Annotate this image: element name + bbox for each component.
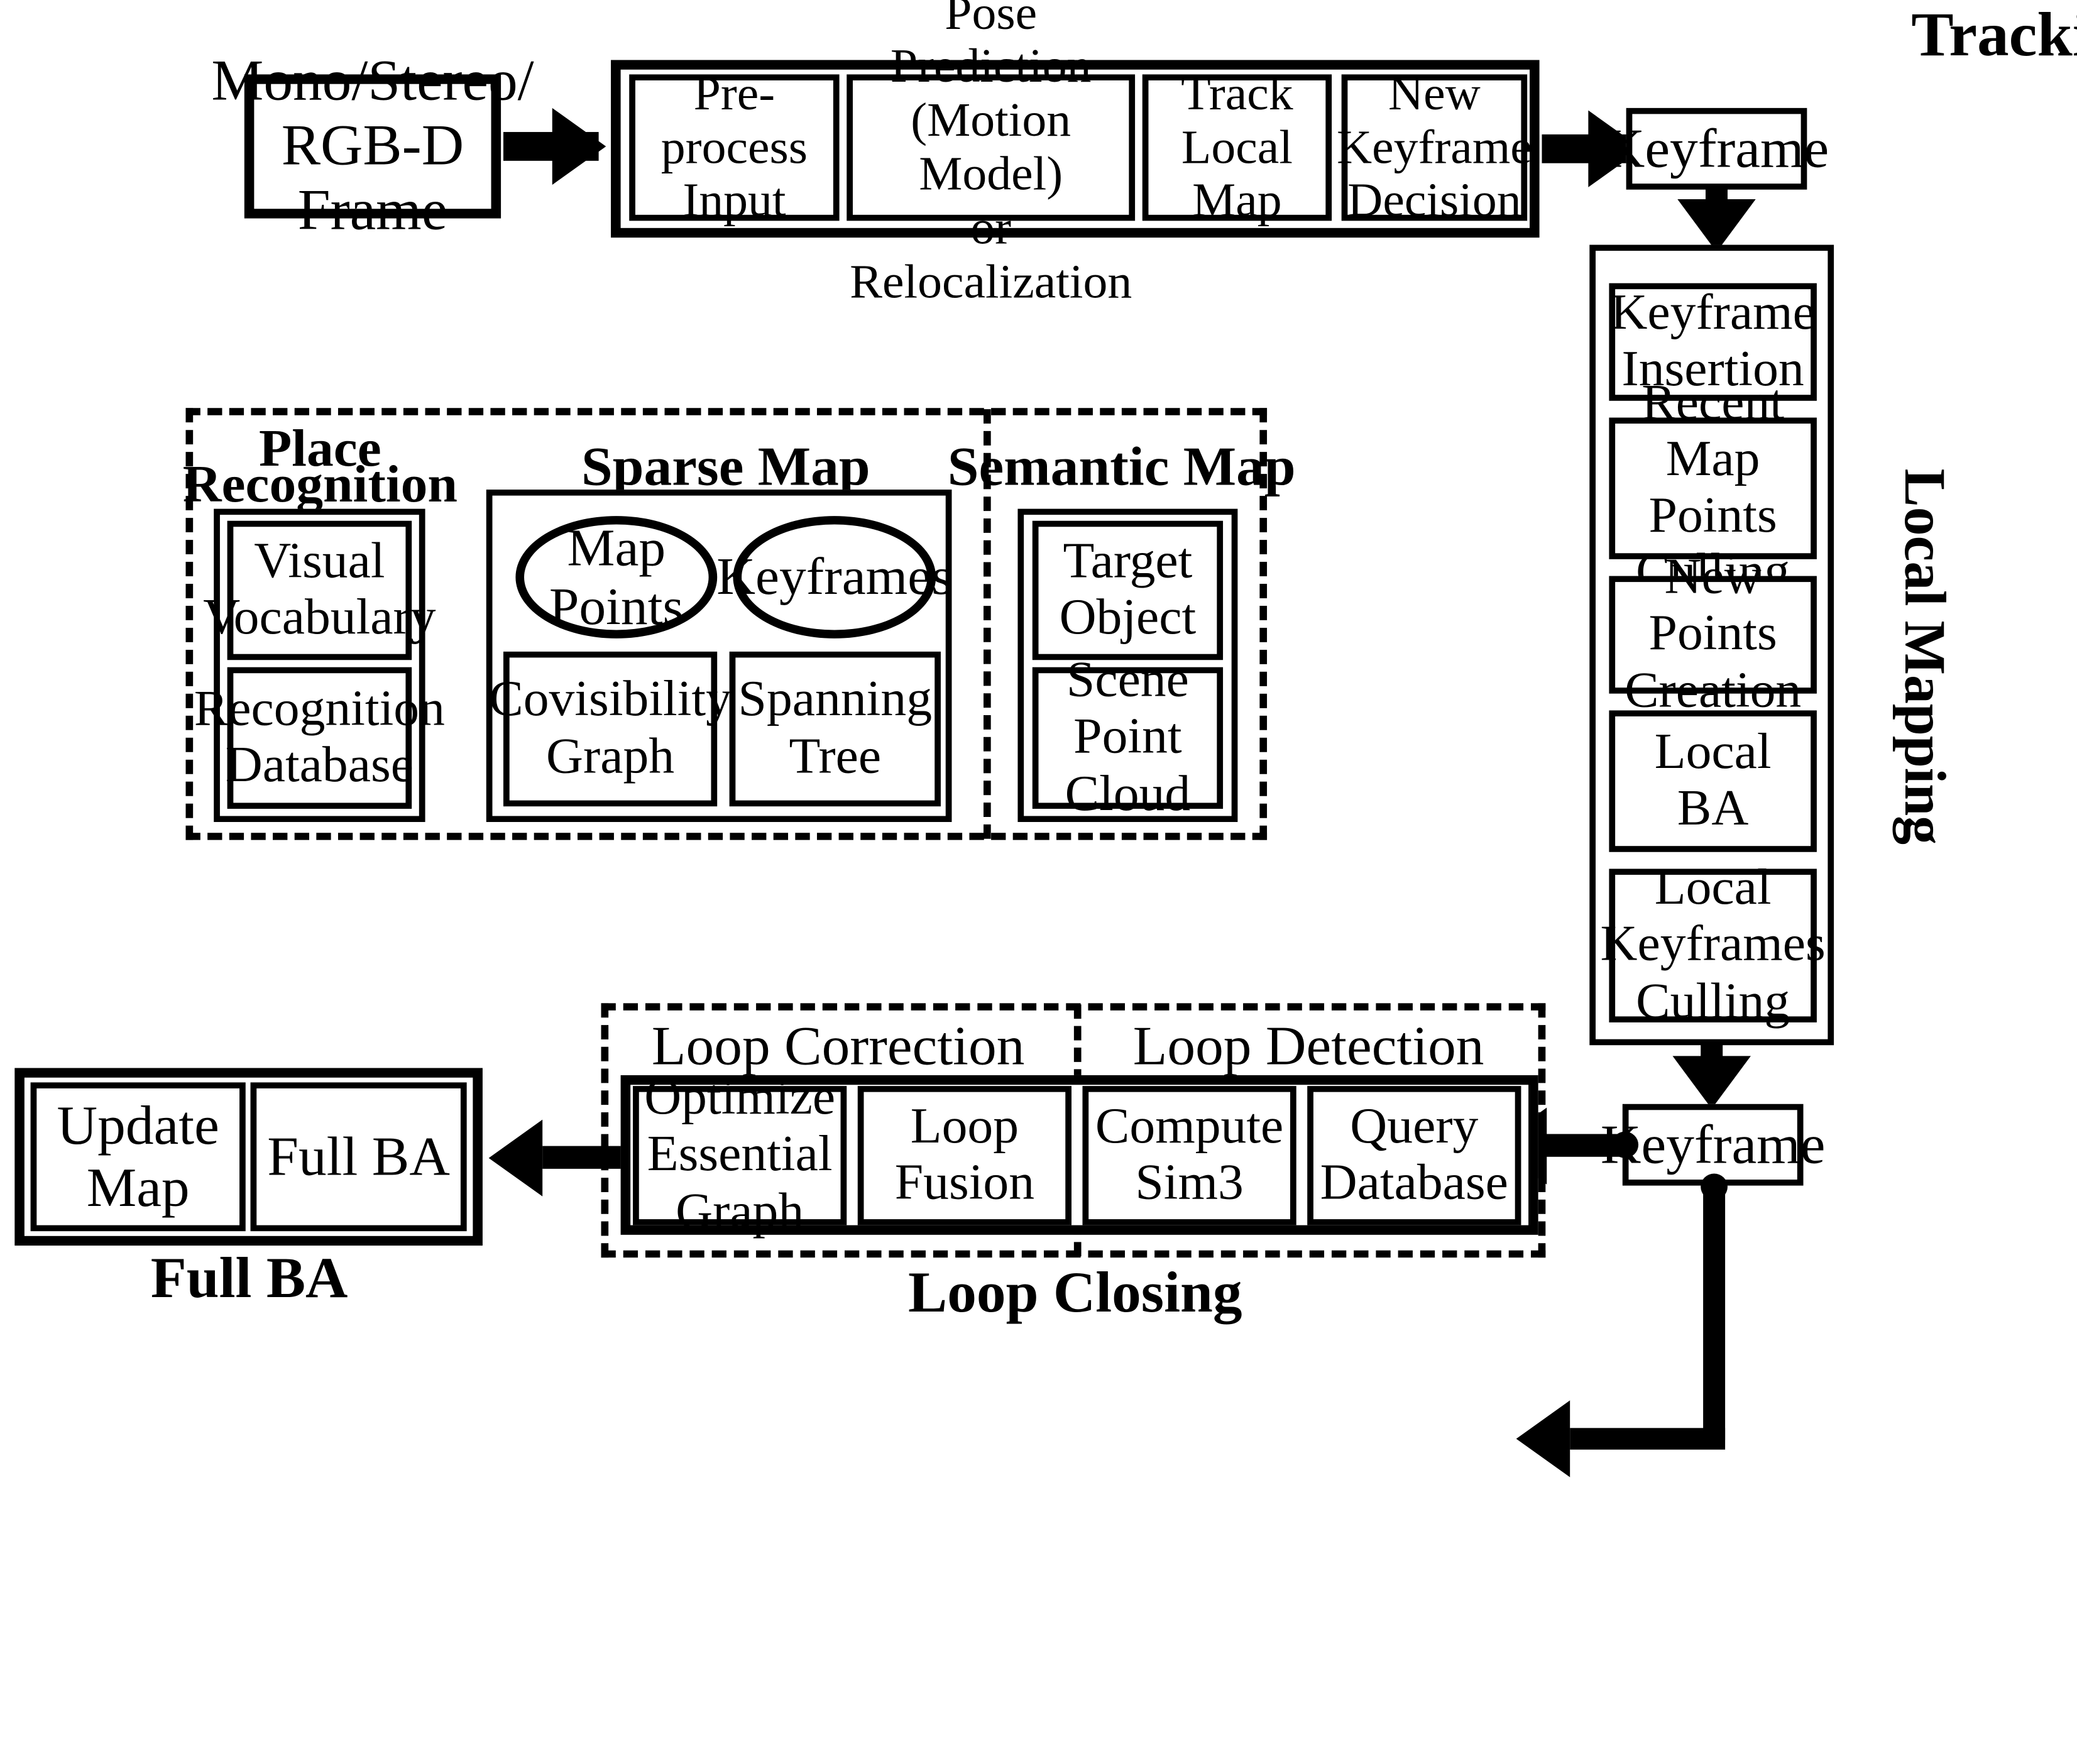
semantic-map-item-target-object: Target Object (1032, 520, 1224, 660)
item-line1: Scene Point (1066, 653, 1189, 765)
semantic-map-item-scene-point-cloud: Scene Point Cloud (1032, 654, 1224, 821)
connector-keyframe-left-to-semantic (1570, 1428, 1726, 1450)
loop-detection-title: Loop Detection (1132, 1015, 1484, 1076)
full-ba-caption: Full BA (150, 1246, 348, 1311)
tracking-stage-track-local-map: Track Local Map (1142, 66, 1332, 227)
stage-line3: or Relocalization (850, 200, 1132, 308)
stage-line1: Keyframe (1610, 285, 1816, 341)
keyframe-top-box: Keyframe (1604, 107, 1829, 190)
loop-closing-dashed-outline (601, 1003, 1546, 1258)
ellipse-line1: Keyframes (716, 547, 953, 606)
item-line2: Database (1320, 1155, 1508, 1211)
keyframe-top-label: Keyframe (1604, 118, 1829, 179)
local-mapping-stage-new-points-creation: New Points Creation (1609, 550, 1817, 718)
stage-line1: New (1388, 65, 1481, 120)
arrow-to-semantic-mapping-head (1516, 1400, 1570, 1477)
item-line2: Sim3 (1135, 1155, 1244, 1211)
item-line2: Essential (647, 1127, 833, 1183)
full-ba-item-full-ba: Full BA (250, 1082, 467, 1232)
local-mapping-stage-local-ba: Local BA (1609, 710, 1817, 852)
input-frame-line1: Mono/Stereo/ (211, 50, 534, 114)
local-mapping-stage-local-keyframes-culling: Local Keyframes Culling (1601, 861, 1826, 1029)
ellipse-line2: Points (549, 577, 684, 637)
tracking-stage-pose-prediction: Pose Prediction (Motion Model) or Reloca… (847, 0, 1136, 308)
sparse-map-title: Sparse Map (581, 436, 870, 497)
box-line1: Spanning (738, 672, 933, 728)
stage-line1: Local BA (1654, 725, 1772, 836)
tracking-stage-new-keyframe-decision: New Keyframe Decision (1337, 66, 1532, 227)
arrow-localmapping-to-keyframe-head (1672, 1056, 1751, 1109)
sparse-map-ellipse-keyframes: Keyframes (716, 516, 952, 638)
stage-line2: Creation (1625, 663, 1802, 718)
item-line1: Optimize (644, 1071, 836, 1126)
map-group-divider (984, 409, 991, 839)
loop-correction-title: Loop Correction (651, 1015, 1025, 1076)
stage-line1: Pose Prediction (890, 0, 1092, 93)
loop-closing-item-compute-sim3: Compute Sim3 (1082, 1086, 1296, 1225)
local-mapping-title: Local Mapping (1892, 468, 1957, 845)
place-recognition-item-visual-vocabulary: Visual Vocabulary (203, 520, 436, 660)
item-line1: Query (1350, 1099, 1479, 1154)
stage-line1: Pre-process (660, 65, 808, 174)
loop-closing-item-query-database: Query Database (1307, 1086, 1521, 1225)
stage-line1: Local (1654, 860, 1772, 916)
stage-line2: Input (682, 173, 786, 227)
map-group-dashed-container (185, 408, 1268, 840)
item-line2: Database (225, 738, 414, 794)
loop-closing-item-optimize-essential-graph: Optimize Essential Graph (633, 1071, 847, 1239)
stage-line3: Culling (1636, 973, 1790, 1029)
semantic-map-title: Semantic Map (947, 436, 1296, 497)
arrow-input-to-tracking-head (552, 107, 606, 185)
arrow-loopclosing-to-fullba-head (488, 1119, 543, 1197)
loop-closing-item-loop-fusion: Loop Fusion (857, 1086, 1071, 1225)
item-line1: Loop Fusion (894, 1099, 1035, 1211)
stage-line1: New Points (1648, 550, 1777, 662)
arrow-keyframe-to-loopclosing-shaft (1545, 1134, 1625, 1157)
stage-line3: Decision (1347, 173, 1521, 227)
item-line3: Graph (676, 1183, 804, 1239)
item-line1: Compute (1095, 1099, 1284, 1154)
stage-line1: Recent (1641, 375, 1784, 431)
stage-line2: Keyframes (1600, 917, 1826, 973)
stage-line1: Track (1181, 65, 1293, 120)
stage-line2: Local Map (1181, 119, 1293, 227)
tracking-title: Tracking (1911, 1, 2077, 70)
tracking-stage-pre-process: Pre-process Input (629, 66, 840, 227)
stage-line2: (Motion Model) (911, 92, 1071, 200)
full-ba-item-update-map: Update Map (30, 1082, 246, 1232)
stage-line2: Insertion (1621, 342, 1804, 398)
ellipse-line1: Map (567, 518, 666, 577)
box-line2: Graph (546, 729, 675, 784)
place-recognition-title-line2: Recognition (182, 454, 458, 514)
sparse-map-box-covisibility-graph: Covisibility Graph (489, 651, 732, 807)
item-line1: Full BA (267, 1126, 450, 1187)
place-recognition-item-recognition-database: Recognition Database (194, 667, 445, 809)
input-frame-line2: RGB-D Frame (281, 114, 464, 243)
loop-closing-caption: Loop Closing (908, 1261, 1242, 1325)
item-line1: Update Map (57, 1095, 219, 1219)
item-line2: Cloud (1065, 766, 1191, 822)
input-frame-box: Mono/Stereo/ RGB-D Frame (211, 50, 534, 242)
connector-keyframe-down (1703, 1181, 1726, 1440)
stage-line2: Keyframe (1336, 119, 1532, 174)
item-line1: Target (1063, 534, 1193, 589)
local-mapping-stage-keyframe-insertion: Keyframe Insertion (1609, 283, 1817, 401)
item-line1: Recognition (194, 681, 445, 737)
sparse-map-box-spanning-tree: Spanning Tree (729, 651, 941, 807)
place-recognition-title-line1: Place (258, 419, 381, 478)
box-line1: Covisibility (489, 672, 732, 728)
arrow-keyframe-to-localmapping-head (1677, 199, 1756, 252)
item-line2: Object (1059, 590, 1197, 646)
box-line2: Tree (789, 729, 882, 784)
item-line1: Visual (254, 534, 385, 589)
sparse-map-ellipse-map-points: Map Points (515, 516, 718, 638)
stage-line2: Map Points (1648, 432, 1777, 544)
item-line2: Vocabulary (203, 590, 436, 646)
local-mapping-stage-recent-map-points-culling: Recent Map Points Culling (1609, 376, 1817, 600)
